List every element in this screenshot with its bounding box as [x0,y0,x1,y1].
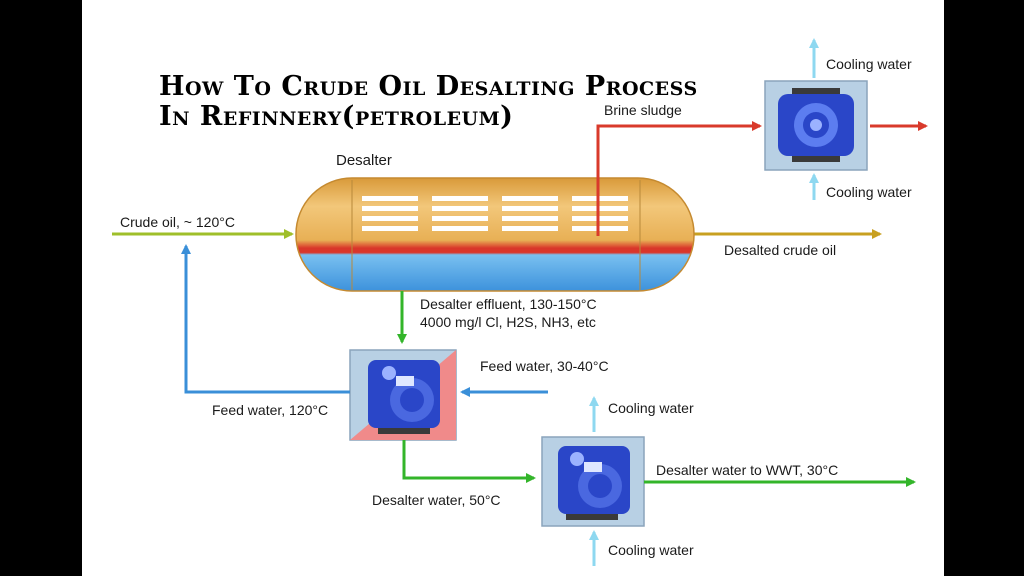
cooling-water-top-out-label: Cooling water [826,56,912,72]
effluent-label-2: 4000 mg/l Cl, H2S, NH3, etc [420,314,596,330]
cooling-water-top-in-label: Cooling water [826,184,912,200]
desalter-water-wwt-label: Desalter water to WWT, 30°C [656,462,839,478]
cooling-water-bottom-bottom-label: Cooling water [608,542,694,558]
desalter-label: Desalter [336,152,392,169]
brine-sludge-line [596,121,762,236]
bottom-cooler [541,436,645,527]
title-line-2: In Refinnery(petroleum) [159,101,514,132]
brine-sludge-label: Brine sludge [604,102,682,118]
top-cooler [764,80,868,171]
cooling-water-bottom-top-label: Cooling water [608,400,694,416]
feed-water-hot-label: Feed water, 120°C [212,402,329,418]
title-line-1: How To Crude Oil Desalting Process [159,71,698,102]
feed-water-cold-label: Feed water, 30-40°C [480,358,609,374]
desalter-water-50-label: Desalter water, 50°C [372,492,501,508]
desalter-water-50-line [402,440,536,483]
feed-effluent-exchanger [349,349,457,441]
crude-oil-label: Crude oil, ~ 120°C [120,214,235,230]
desalter-vessel [295,177,695,292]
electrode-grids [362,196,628,231]
desalted-crude-label: Desalted crude oil [724,242,837,258]
page-title: How To Crude Oil Desalting Process In Re… [159,72,698,132]
effluent-label-1: Desalter effluent, 130-150°C [420,296,597,312]
feed-water-hot-line [181,244,350,394]
